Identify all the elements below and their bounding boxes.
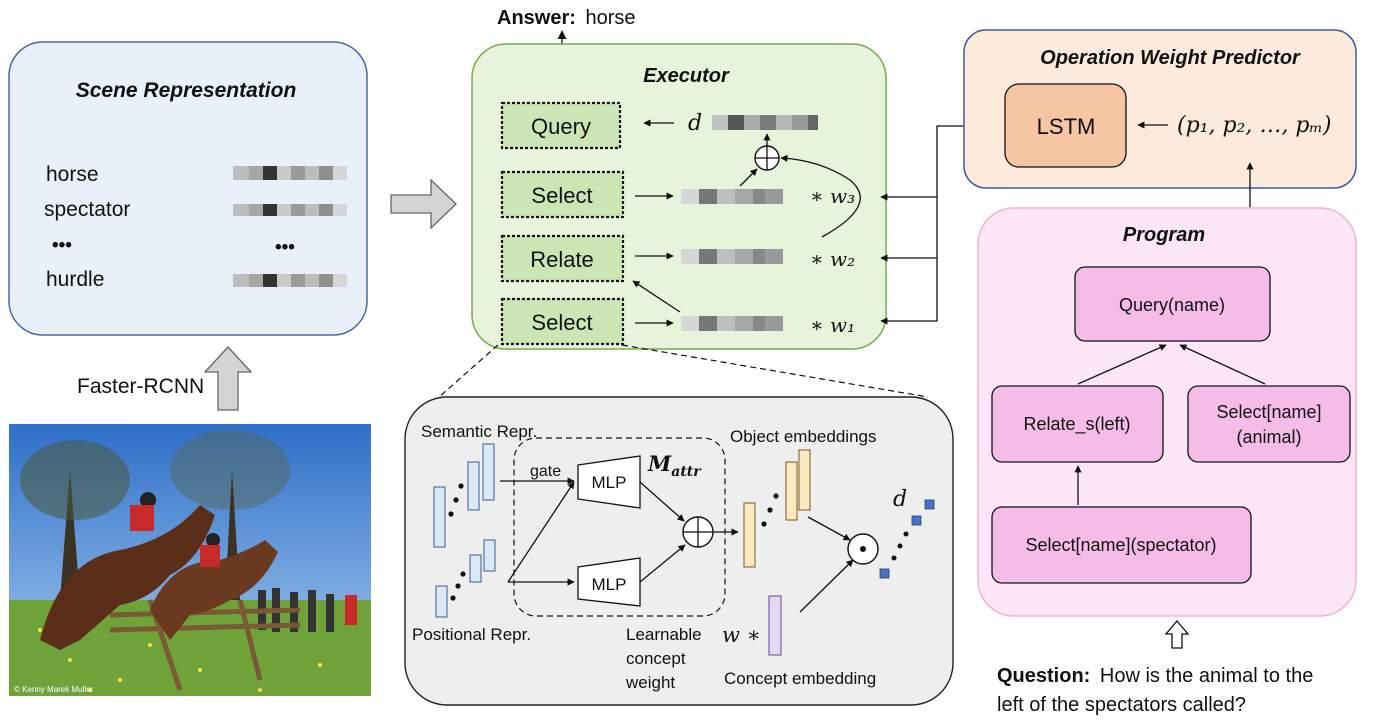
question-label: Question:: [997, 665, 1090, 687]
question: Question: How is the animal to the left …: [997, 665, 1313, 716]
svg-text:(animal): (animal): [1236, 427, 1301, 447]
answer-value: horse: [585, 7, 635, 29]
svg-text:Relate_s(left): Relate_s(left): [1023, 414, 1130, 435]
svg-text:Relate: Relate: [530, 247, 594, 272]
semantic-repr-label: Semantic Repr.: [421, 422, 537, 441]
photo-credit: © Kenny Marek Muller: [14, 685, 94, 694]
operation-weight-predictor-panel: Operation Weight Predictor LSTM (p₁, p₂,…: [963, 29, 1357, 189]
svg-text:Select: Select: [531, 310, 592, 335]
hollow-up-arrow-icon: [1164, 619, 1190, 649]
scene-feature-vector-spectator: [233, 204, 347, 216]
question-line1: How is the animal to the: [1100, 665, 1313, 687]
scene-label-hurdle: hurdle: [46, 268, 104, 291]
svg-text:Query: Query: [531, 114, 591, 139]
module-select-top: Select: [500, 170, 625, 219]
vector-to-relate-arrow: [632, 280, 681, 313]
sum-operator-icon: [754, 145, 780, 171]
positional-repr-vectors: [435, 539, 496, 618]
scene-feature-vector-hurdle: [233, 274, 347, 287]
module-relate: Relate: [500, 234, 625, 283]
detail-d-label: d: [893, 487, 907, 512]
concept-to-dot-arrow: [799, 559, 854, 613]
mlp-bottom-block: [577, 557, 641, 607]
semantic-repr-vectors: [433, 443, 495, 548]
scene-feature-vector-horse: [233, 166, 347, 180]
learnable-line-2: concept: [626, 649, 686, 668]
select-detail-panel: Semantic Repr. Positional Repr. Mattr ga…: [404, 396, 954, 706]
relate-weighted-to-sum-arrow: [780, 154, 861, 238]
object-to-dot-arrow: [807, 516, 851, 541]
svg-text:MLP: MLP: [592, 473, 627, 492]
zoom-line-right: [621, 344, 929, 398]
node-query-name: [1074, 266, 1271, 342]
node-select-animal: [1187, 385, 1351, 463]
select-vector-to-sum-arrow: [739, 168, 758, 187]
executor-title: Executor: [643, 65, 730, 87]
m-attr-box: [513, 437, 726, 617]
program-params: (p₁, p₂, …, pₘ): [1177, 113, 1332, 138]
scene-label-ellipsis: •••: [52, 235, 72, 256]
executor-panel: Executor Query Select Relate Select d: [471, 43, 887, 350]
svg-text:Question: How is the ani: Question: How is the animal to the: [997, 665, 1313, 687]
scene-label-horse: horse: [46, 163, 99, 186]
program-panel: Program Query(name) Relate_s(left) Selec…: [977, 207, 1357, 617]
weight-w1: ∗ w₁: [810, 313, 855, 337]
lstm-box: [1004, 83, 1127, 168]
block-arrow-right-icon: [390, 178, 457, 230]
module-query: Query: [500, 101, 622, 150]
scene-title: Scene Representation: [76, 79, 297, 102]
weight-w3: ∗ w₃: [810, 184, 855, 208]
scene-representation-panel: Scene Representation horse spectator •••…: [8, 41, 368, 336]
node-relate-left: [991, 385, 1164, 463]
faster-rcnn-label: Faster-RCNN: [77, 375, 204, 398]
relate-to-query-edge: [1077, 344, 1167, 385]
scene-panel-box: [8, 41, 368, 336]
mlp-top-to-sum-arrow: [639, 481, 685, 522]
svg-text:Answer: horse: Answer: horse: [497, 7, 636, 29]
svg-text:Query(name): Query(name): [1119, 295, 1225, 315]
program-title: Program: [1123, 224, 1205, 246]
owp-title: Operation Weight Predictor: [1040, 47, 1301, 69]
answer-label: Answer:: [497, 7, 576, 29]
select-animal-to-query-edge: [1179, 344, 1266, 385]
dot-product-operator-icon: [847, 533, 879, 565]
output-score-squares: [879, 499, 935, 579]
object-embeddings-label: Object embeddings: [730, 427, 876, 446]
select-bottom-output-vector: [681, 316, 783, 331]
block-arrow-up-icon: [203, 346, 253, 411]
detail-sum-operator-icon: [682, 516, 714, 548]
concept-embedding-vector: [768, 595, 782, 656]
question-line2: left of the spectators called?: [997, 694, 1246, 716]
scene-label-spectator: spectator: [44, 198, 130, 221]
object-embedding-vectors: [743, 449, 811, 568]
scene-vector-ellipsis: •••: [275, 237, 295, 258]
lstm-label: LSTM: [1037, 114, 1096, 139]
positional-to-mlp-top-arrow: [507, 481, 575, 583]
module-select-bottom: Select: [500, 297, 625, 346]
concept-embedding-label: Concept embedding: [724, 669, 876, 688]
w-star-label: w ∗: [722, 623, 761, 647]
answer: Answer: horse: [497, 7, 636, 83]
learnable-line-1: Learnable: [626, 625, 702, 644]
positional-repr-label: Positional Repr.: [412, 625, 531, 644]
horse-jumping-photo: © Kenny Marek Muller: [9, 424, 371, 696]
node-select-spectator: [991, 506, 1252, 584]
weight-w2: ∗ w₂: [810, 247, 855, 271]
svg-text:MLP: MLP: [592, 575, 627, 594]
m-attr-label: Mattr: [647, 451, 702, 480]
mlp-bottom-to-sum-arrow: [639, 544, 686, 583]
svg-text:Select[name]: Select[name]: [1216, 402, 1321, 422]
svg-text:Select[name](spectator): Select[name](spectator): [1025, 535, 1216, 555]
relate-output-vector: [681, 249, 783, 264]
executor-d-vector: [712, 115, 818, 130]
mlp-top-block: [577, 455, 641, 509]
select-output-vector: [681, 189, 783, 204]
gate-label: gate: [530, 463, 561, 480]
executor-d-label: d: [688, 111, 702, 136]
svg-text:Select: Select: [531, 183, 592, 208]
learnable-line-3: weight: [625, 673, 675, 692]
